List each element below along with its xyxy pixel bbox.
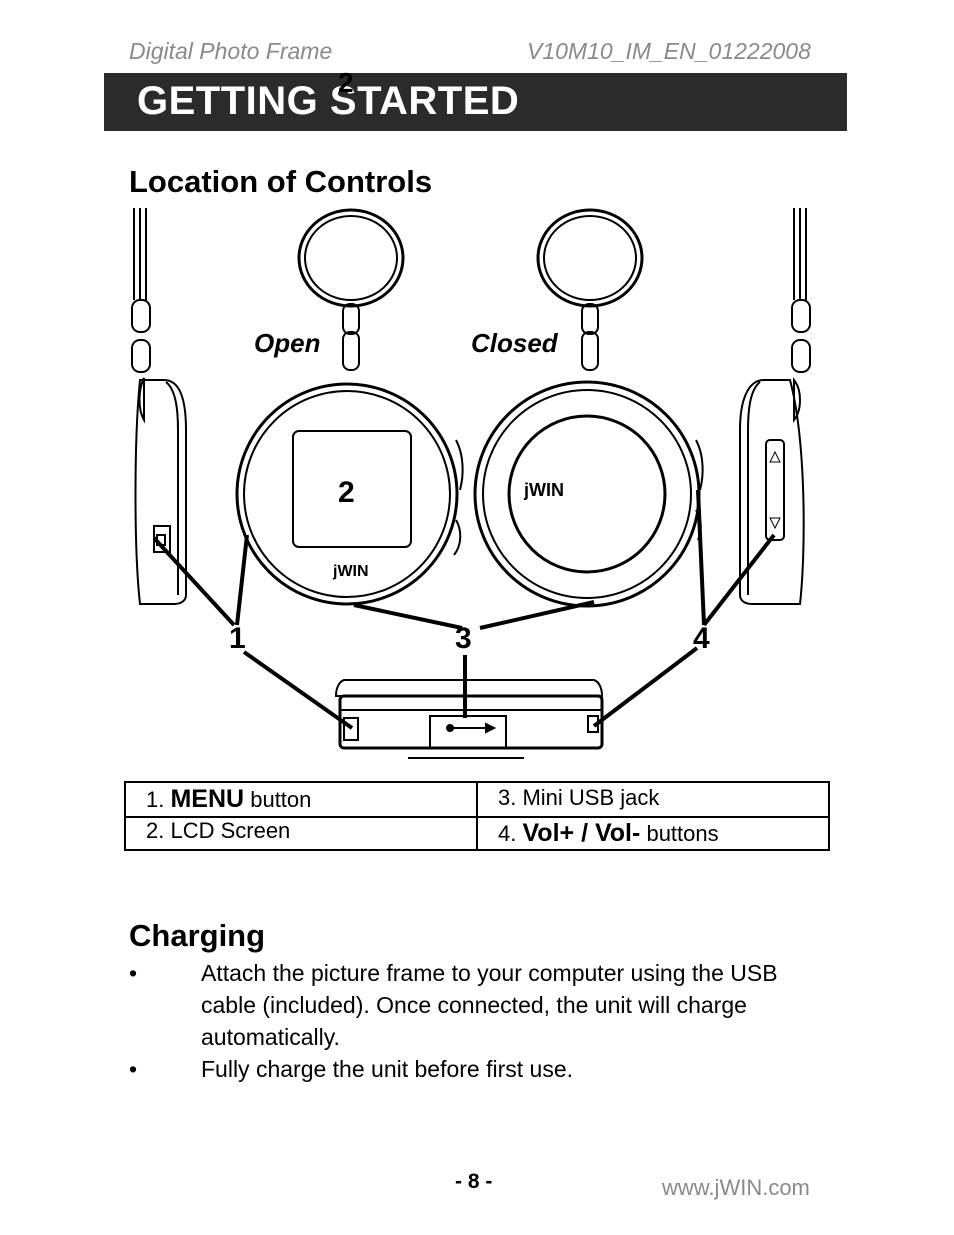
controls-heading: Location of Controls bbox=[129, 164, 433, 199]
table-cell: 3. Mini USB jack bbox=[476, 781, 830, 818]
charging-list: • Attach the picture frame to your compu… bbox=[129, 957, 829, 1085]
device-open bbox=[235, 208, 464, 606]
device-bottom-view bbox=[334, 679, 604, 759]
table-cell: 2. LCD Screen bbox=[124, 816, 478, 851]
callout-1: 1 bbox=[229, 622, 246, 655]
table-row: 2. LCD Screen 4. Vol+ / Vol- buttons bbox=[124, 816, 830, 851]
cell-text: 2. LCD Screen bbox=[146, 818, 291, 843]
doc-title-header: Digital Photo Frame bbox=[129, 38, 333, 64]
doc-code-header: V10M10_IM_EN_01222008 bbox=[527, 38, 811, 64]
cell-text: button bbox=[250, 787, 312, 812]
device-closed bbox=[473, 208, 704, 608]
table-cell: 1. MENU button bbox=[124, 781, 478, 818]
page-number: - 8 - bbox=[455, 1170, 493, 1193]
cell-text: 3. Mini USB jack bbox=[498, 785, 660, 810]
side-view-right bbox=[739, 208, 811, 605]
bullet-icon: • bbox=[129, 1056, 138, 1082]
table-row: 1. MENU button 3. Mini USB jack bbox=[124, 781, 830, 818]
closed-label: Closed bbox=[471, 328, 559, 358]
brand-logo-closed: jWIN bbox=[523, 480, 564, 500]
brand-logo-open: jWIN bbox=[332, 563, 369, 580]
list-item-text: Fully charge the unit before first use. bbox=[201, 1056, 574, 1082]
cell-text: buttons bbox=[646, 821, 719, 846]
controls-diagram: Open Closed 2 jWIN jWIN 1 3 4 bbox=[131, 208, 811, 759]
bullet-icon: • bbox=[129, 960, 138, 986]
cell-bold-label: MENU bbox=[170, 785, 245, 813]
website-link[interactable]: www.jWIN.com bbox=[662, 1175, 810, 1200]
callout-3: 3 bbox=[455, 622, 472, 655]
list-item: • Fully charge the unit before first use… bbox=[129, 1053, 829, 1085]
callout-lines bbox=[152, 489, 776, 730]
charging-heading: Charging bbox=[129, 918, 266, 953]
section-title: GETTING STARTED bbox=[137, 79, 520, 123]
open-label: Open bbox=[254, 328, 320, 358]
list-item-text: Attach the picture frame to your compute… bbox=[201, 960, 778, 1050]
lcd-screen-label: 2 bbox=[338, 476, 355, 509]
section-banner: GETTING STARTED 2 bbox=[104, 67, 847, 131]
section-number: 2 bbox=[338, 67, 354, 98]
cell-bold-label: Vol+ / Vol- bbox=[522, 819, 641, 847]
cell-number: 1. bbox=[146, 787, 165, 812]
cell-number: 4. bbox=[498, 821, 517, 846]
controls-table: 1. MENU button 3. Mini USB jack 2. LCD S… bbox=[124, 781, 830, 851]
table-cell: 4. Vol+ / Vol- buttons bbox=[476, 816, 830, 851]
callout-4: 4 bbox=[693, 622, 710, 655]
list-item: • Attach the picture frame to your compu… bbox=[129, 957, 829, 1053]
